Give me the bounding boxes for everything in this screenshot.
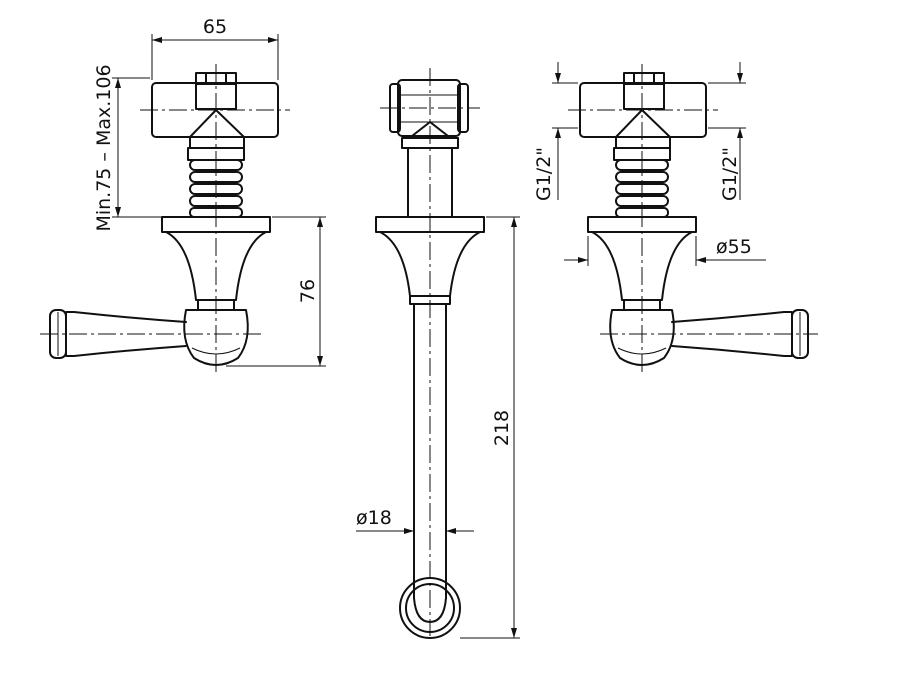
dim-thread-right-label: G1/2": [719, 147, 741, 201]
right-valve-view: G1/2" G1/2" ø55: [533, 62, 818, 372]
dim-rosette-diameter-label: ø55: [716, 236, 752, 258]
left-valve-view: 65 Min.75 – Max.106 76: [40, 16, 326, 372]
dim-spout-length-label: 218: [491, 410, 513, 446]
spout-view: 218 ø18: [356, 68, 520, 639]
dim-spout-diameter-label: ø18: [356, 507, 392, 529]
dim-height-label: 76: [297, 279, 319, 303]
dim-width-label: 65: [203, 16, 227, 38]
dim-thread-left-label: G1/2": [533, 147, 555, 201]
dim-wall-range-label: Min.75 – Max.106: [93, 64, 115, 231]
